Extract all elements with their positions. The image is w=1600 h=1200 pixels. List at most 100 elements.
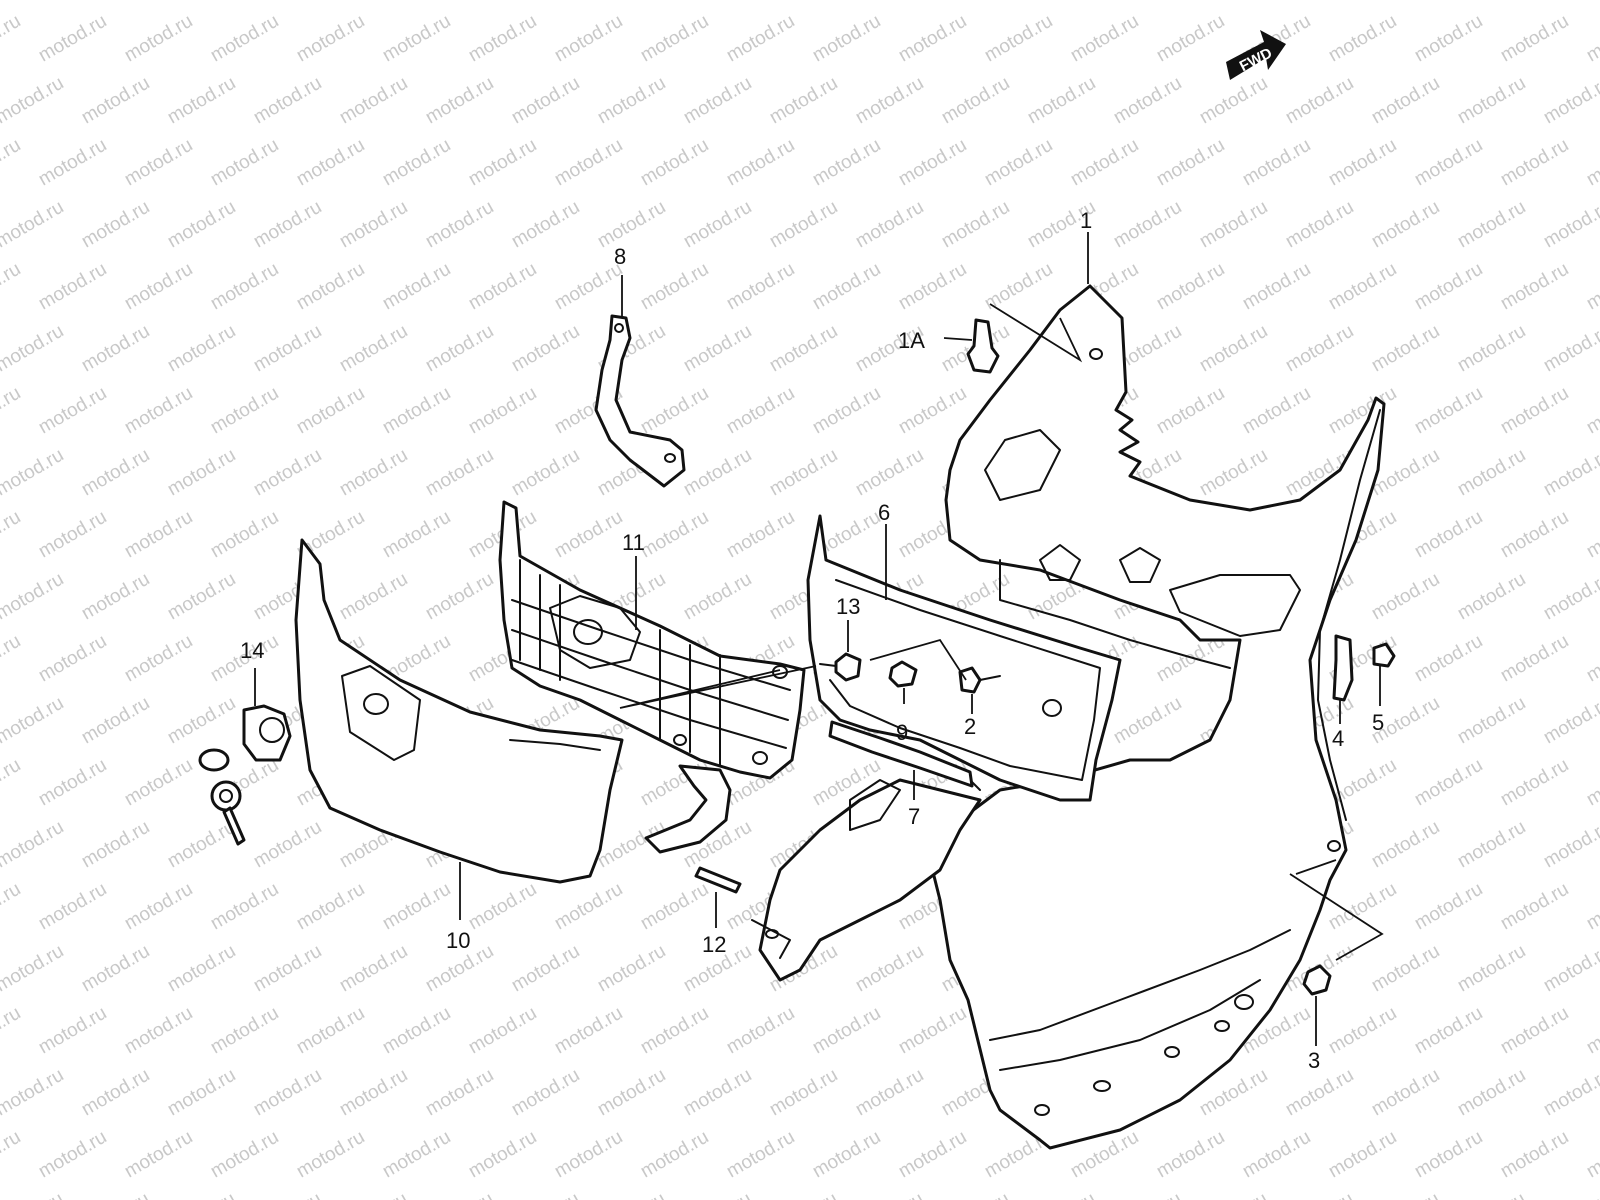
- watermark-text: motod.ru: [594, 197, 669, 253]
- screw-9: [888, 660, 918, 688]
- watermark-text: motod.ru: [1411, 259, 1486, 315]
- watermark-text: motod.ru: [1282, 73, 1357, 129]
- watermark-text: motod.ru: [0, 321, 67, 377]
- callout-10: 10: [446, 928, 470, 953]
- watermark-text: motod.ru: [1583, 507, 1600, 563]
- watermark-text: motod.ru: [508, 445, 583, 501]
- watermark-text: motod.ru: [809, 259, 884, 315]
- watermark-text: motod.ru: [809, 1127, 884, 1183]
- watermark-text: motod.ru: [680, 1189, 755, 1200]
- watermark-text: motod.ru: [121, 1003, 196, 1059]
- watermark-text: motod.ru: [1282, 0, 1357, 4]
- watermark-text: motod.ru: [35, 135, 110, 191]
- watermark-text: motod.ru: [250, 1189, 325, 1200]
- watermark-text: motod.ru: [852, 1189, 927, 1200]
- watermark-text: motod.ru: [336, 941, 411, 997]
- watermark-text: motod.ru: [207, 11, 282, 67]
- watermark-text: motod.ru: [1239, 135, 1314, 191]
- watermark-text: motod.ru: [1411, 879, 1486, 935]
- watermark-text: motod.ru: [78, 197, 153, 253]
- watermark-text: motod.ru: [422, 1065, 497, 1121]
- callout-12: 12: [702, 932, 726, 957]
- watermark-text: motod.ru: [78, 693, 153, 749]
- watermark-text: motod.ru: [1239, 383, 1314, 439]
- watermark-text: motod.ru: [1282, 321, 1357, 377]
- watermark-text: motod.ru: [465, 879, 540, 935]
- watermark-text: motod.ru: [680, 321, 755, 377]
- watermark-text: motod.ru: [938, 73, 1013, 129]
- watermark-text: motod.ru: [766, 1065, 841, 1121]
- callout-9: 9: [896, 720, 908, 745]
- callout-11: 11: [622, 530, 645, 555]
- watermark-text: motod.ru: [637, 259, 712, 315]
- watermark-text: motod.ru: [336, 321, 411, 377]
- watermark-text: motod.ru: [680, 197, 755, 253]
- watermark-text: motod.ru: [1497, 1003, 1572, 1059]
- watermark-text: motod.ru: [1540, 693, 1600, 749]
- watermark-text: motod.ru: [0, 693, 67, 749]
- watermark-text: motod.ru: [895, 259, 970, 315]
- screw-5: [1372, 642, 1396, 668]
- watermark-text: motod.ru: [1368, 0, 1443, 4]
- watermark-text: motod.ru: [1110, 73, 1185, 129]
- watermark-text: motod.ru: [1583, 631, 1600, 687]
- watermark-text: motod.ru: [78, 445, 153, 501]
- watermark-text: motod.ru: [1497, 1127, 1572, 1183]
- watermark-text: motod.ru: [723, 507, 798, 563]
- watermark-text: motod.ru: [1067, 11, 1142, 67]
- watermark-text: motod.ru: [422, 569, 497, 625]
- watermark-text: motod.ru: [1368, 569, 1443, 625]
- watermark-text: motod.ru: [766, 73, 841, 129]
- watermark-text: motod.ru: [35, 11, 110, 67]
- watermark-text: motod.ru: [766, 0, 841, 4]
- watermark-text: motod.ru: [379, 135, 454, 191]
- watermark-text: motod.ru: [637, 383, 712, 439]
- bracket-part: [594, 314, 686, 488]
- watermark-text: motod.ru: [250, 321, 325, 377]
- watermark-text: motod.ru: [422, 197, 497, 253]
- watermark-text: motod.ru: [551, 11, 626, 67]
- watermark-text: motod.ru: [250, 1065, 325, 1121]
- watermark-text: motod.ru: [1540, 941, 1600, 997]
- watermark-text: motod.ru: [1497, 507, 1572, 563]
- watermark-text: motod.ru: [293, 11, 368, 67]
- watermark-text: motod.ru: [121, 135, 196, 191]
- watermark-text: motod.ru: [207, 135, 282, 191]
- watermark-text: motod.ru: [1454, 321, 1529, 377]
- watermark-text: motod.ru: [809, 383, 884, 439]
- watermark-text: motod.ru: [508, 1065, 583, 1121]
- watermark-text: motod.ru: [1196, 73, 1271, 129]
- watermark-text: motod.ru: [0, 383, 24, 439]
- watermark-text: motod.ru: [0, 941, 67, 997]
- watermark-text: motod.ru: [1583, 135, 1600, 191]
- watermark-text: motod.ru: [1024, 0, 1099, 4]
- watermark-text: motod.ru: [35, 631, 110, 687]
- watermark-text: motod.ru: [1196, 197, 1271, 253]
- watermark-text: motod.ru: [1325, 259, 1400, 315]
- watermark-text: motod.ru: [1067, 135, 1142, 191]
- watermark-text: motod.ru: [1411, 631, 1486, 687]
- watermark-text: motod.ru: [938, 0, 1013, 4]
- watermark-text: motod.ru: [1325, 1127, 1400, 1183]
- watermark-text: motod.ru: [250, 817, 325, 873]
- watermark-text: motod.ru: [1454, 569, 1529, 625]
- watermark-text: motod.ru: [551, 135, 626, 191]
- watermark-text: motod.ru: [1368, 197, 1443, 253]
- watermark-text: motod.ru: [121, 1127, 196, 1183]
- watermark-text: motod.ru: [336, 1065, 411, 1121]
- watermark-text: motod.ru: [680, 0, 755, 4]
- watermark-text: motod.ru: [1368, 321, 1443, 377]
- screw-3: [1302, 964, 1332, 996]
- watermark-text: motod.ru: [164, 569, 239, 625]
- watermark-text: motod.ru: [465, 383, 540, 439]
- watermark-text: motod.ru: [1497, 383, 1572, 439]
- watermark-text: motod.ru: [1153, 11, 1228, 67]
- watermark-text: motod.ru: [938, 197, 1013, 253]
- watermark-text: motod.ru: [1196, 445, 1271, 501]
- watermark-text: motod.ru: [78, 941, 153, 997]
- callout-8: 8: [614, 244, 626, 269]
- watermark-text: motod.ru: [465, 1003, 540, 1059]
- watermark-text: motod.ru: [422, 321, 497, 377]
- watermark-text: motod.ru: [551, 1127, 626, 1183]
